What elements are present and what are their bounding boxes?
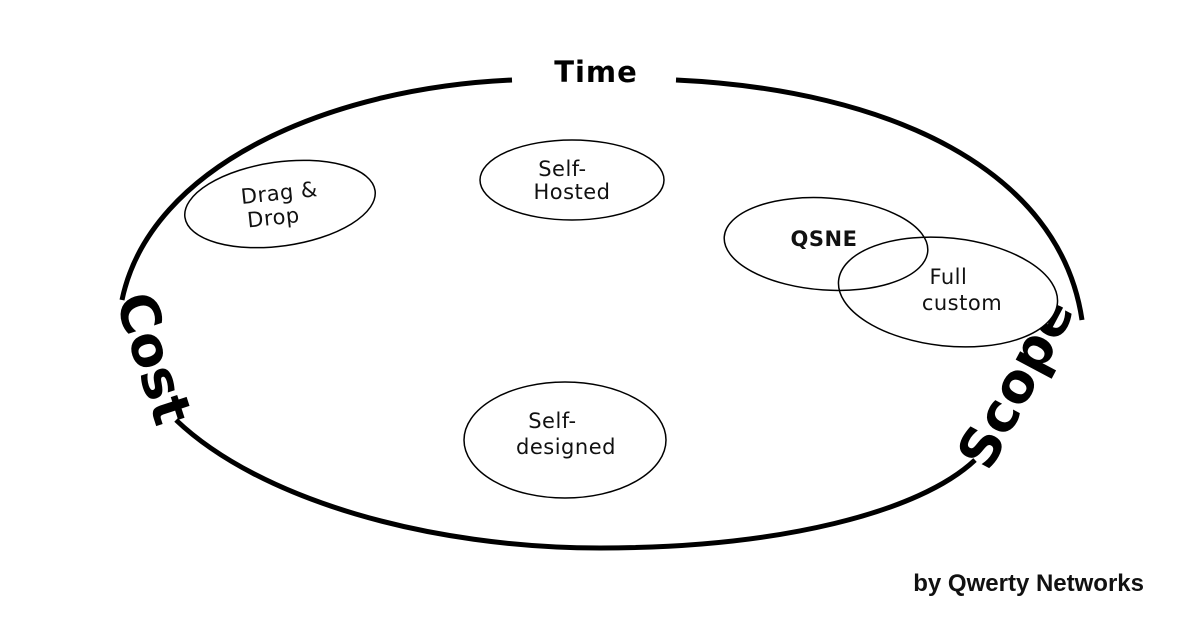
svg-text:Full custom: Full custom xyxy=(922,265,1002,315)
node-drag-drop-circle xyxy=(184,159,376,249)
node-self-designed-circle xyxy=(463,381,667,499)
svg-text:Drag & Drop: Drag & Drop xyxy=(240,176,329,233)
ellipse-arc-top-left xyxy=(119,77,513,301)
node-qsne: QSNE xyxy=(723,196,929,292)
node-drag-drop-line-2: Drop xyxy=(246,203,301,232)
node-qsne-circle xyxy=(723,196,929,292)
node-full-custom-line-1: Full xyxy=(929,265,967,289)
node-full-custom-line-2: custom xyxy=(922,291,1002,315)
axis-label-cost: Cost xyxy=(103,285,205,433)
node-self-designed-line-2: designed xyxy=(516,435,616,459)
node-full-custom: Full custom xyxy=(837,236,1059,348)
ellipse-arc-top-right xyxy=(675,77,1085,321)
axis-label-time: Time xyxy=(554,55,638,89)
credit-text: by Qwerty Networks xyxy=(913,570,1144,597)
ellipse-arc-bottom xyxy=(174,418,977,551)
node-self-hosted-line-2: Hosted xyxy=(533,180,610,204)
outer-ellipse xyxy=(119,77,1085,551)
node-self-hosted-line-1: Self- xyxy=(538,157,586,181)
node-drag-drop: Drag & Drop xyxy=(184,159,376,249)
node-self-designed: Self- designed xyxy=(463,381,667,499)
node-qsne-label: QSNE xyxy=(791,227,858,251)
svg-text:Self- designed: Self- designed xyxy=(516,409,616,459)
node-self-hosted: Self- Hosted xyxy=(479,139,665,221)
node-self-hosted-circle xyxy=(479,139,665,221)
svg-text:Self- Hosted: Self- Hosted xyxy=(533,157,610,204)
node-self-designed-line-1: Self- xyxy=(528,409,576,433)
node-full-custom-circle xyxy=(837,236,1059,348)
